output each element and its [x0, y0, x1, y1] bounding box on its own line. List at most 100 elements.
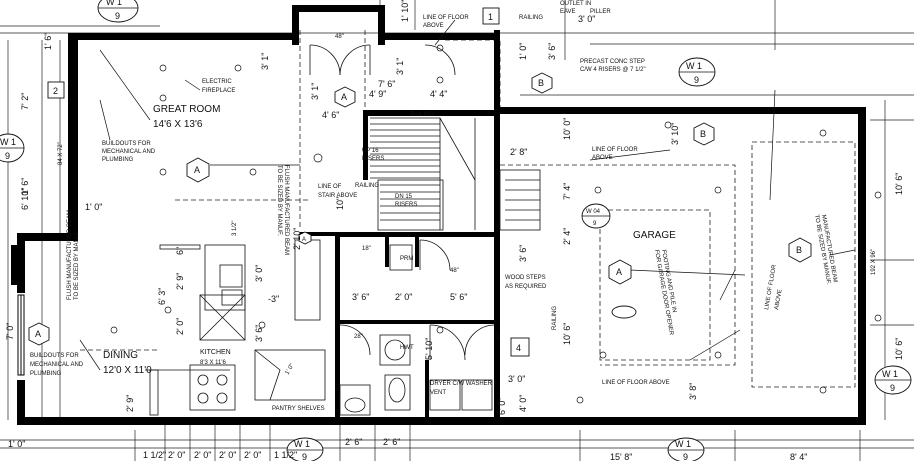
note-wood-steps-1: WOOD STEPS	[505, 275, 546, 281]
dim-bottom-1: 1 1/2"	[143, 450, 166, 460]
dim-bottom-4: 2' 0"	[219, 450, 236, 460]
dim-bottom-7: 2' 6"	[345, 437, 362, 447]
exterior-walls	[11, 5, 866, 425]
note-up-risers-2: RISERS	[362, 156, 384, 162]
dim-kit-6-3: 6' 3"	[157, 288, 167, 305]
notes: ELECTRIC FIREPLACE BUILDOUTS FOR MECHANI…	[30, 1, 838, 412]
section-top-num: 9	[115, 11, 120, 21]
note-railing-left: RAILING	[355, 183, 379, 189]
section-bottom-label: W 1	[294, 439, 310, 449]
kitchen-name: KITCHEN	[200, 349, 231, 356]
line-of-floor-above	[80, 30, 856, 388]
note-electric-fireplace-1: ELECTRIC	[202, 79, 232, 85]
dim-garage-3-6: 3' 6"	[518, 245, 528, 262]
window-left	[17, 114, 78, 376]
dim-top-8: 2' 10"	[292, 228, 302, 250]
dim-bottom-10: 8' 4"	[790, 452, 807, 461]
note-outlet-2: EAVE	[560, 9, 576, 15]
note-dn-risers-2: RISERS	[395, 202, 417, 208]
dim-bottom-8: 2' 6"	[383, 437, 400, 447]
dim-mid-28: 28"	[354, 334, 363, 340]
dim-left-2-9: 2' 9"	[125, 395, 135, 412]
note-precast-1: PRECAST CONC STEP	[580, 59, 645, 65]
note-beam-diag-2: TO BE SIZED BY MANUF.	[74, 229, 80, 300]
tag-b2: B	[700, 129, 706, 139]
dim-bottom-9: 15' 8"	[610, 452, 632, 461]
note-precast-2: C/W 4 RISERS @ 7 1/2"	[580, 67, 646, 73]
dim-garage-6-0: 6' 0"	[497, 398, 507, 415]
great-room-size: 14'6 X 13'6	[153, 119, 203, 130]
tag-a4: A	[35, 329, 41, 339]
dim-right-10-6b: 10' 6"	[894, 338, 904, 360]
note-electric-fireplace-2: FIREPLACE	[202, 88, 235, 94]
tag-a5: A	[302, 237, 306, 243]
dim-right-192: 192 X 96"	[871, 249, 877, 275]
note-beam-diag-1: FLUSH MANUFACTURED BEAM	[67, 210, 73, 300]
note-dryer-1: DRYER C/W WASHER	[430, 381, 493, 387]
dim-garage-10-6: 10' 6"	[562, 323, 572, 345]
tag-b3: B	[796, 245, 802, 255]
note-elec-1: FLUSH MANUFACTURED BEAM	[283, 165, 289, 255]
dim-right-10-6a: 10' 6"	[894, 173, 904, 195]
note-elec-2: TO BE SIZED BY MANUF.	[276, 165, 282, 236]
section-garage-num: 9	[593, 221, 597, 227]
dim-top-1: 1' 10"	[400, 0, 410, 22]
dim-top-3: 1' 6"	[43, 33, 53, 50]
dim-left-6-10: 6' 10"	[20, 188, 30, 210]
note-buildouts-upper-1: BUILDOUTS FOR	[102, 141, 151, 147]
note-floor-vert-2: ABOVE	[774, 289, 784, 310]
dim-top-7: 3' 6"	[547, 43, 557, 60]
room-labels: GREAT ROOM 14'6 X 13'6 DINING 12'0 X 11'…	[103, 104, 676, 376]
tag-n4: 4	[516, 343, 521, 353]
dim-mid-18: 18"	[362, 246, 371, 252]
tag-a3: A	[616, 267, 622, 277]
section-left-label: W 1	[0, 137, 16, 147]
note-railing-stair: RAILING	[410, 112, 434, 118]
section-garage-label: W 04	[586, 209, 601, 215]
dim-top-6: 1' 0"	[518, 43, 528, 60]
note-buildouts-lower-2: MECHANICAL AND	[30, 362, 84, 368]
note-floor-above-lower: LINE OF FLOOR ABOVE	[602, 380, 670, 386]
note-pantry-shelves: PANTRY SHELVES	[272, 406, 325, 412]
note-floor-above-garage-2: ABOVE	[592, 155, 613, 161]
dim-right-2-4: 2' 4"	[562, 228, 572, 245]
section-circle-dividers	[0, 7, 911, 451]
note-floor-above-top-2: ABOVE	[423, 23, 444, 29]
dim-mid-3-6: 3' 6"	[352, 292, 369, 302]
dim-bottom-2: 2' 0"	[168, 450, 185, 460]
section-bottom-right-label: W 1	[675, 439, 691, 449]
dim-garage-2-8: 2' 8"	[510, 147, 527, 157]
dim-left-1-0: 1' 0"	[85, 202, 102, 212]
dim-kit-1-0: 1' 0"	[285, 363, 296, 376]
note-floor-above-top-1: LINE OF FLOOR	[423, 15, 469, 21]
note-outlet-1: OUTLET IN	[560, 1, 591, 7]
dim-right-10: 10' 0"	[562, 118, 572, 140]
dim-bottom-left: 1' 0"	[8, 439, 25, 449]
dim-kit-6: 6"	[175, 247, 185, 255]
dim-left-3-1: 3' 1"	[310, 83, 320, 100]
dining-room-name: DINING	[103, 350, 138, 361]
section-right-top-num: 9	[694, 75, 699, 85]
dim-top-2: 3' 0"	[578, 14, 595, 24]
note-prm: PRM	[400, 256, 413, 262]
section-top-label: W 1	[106, 0, 122, 7]
garage-name: GARAGE	[633, 230, 676, 241]
tag-n1: 1	[488, 12, 493, 22]
dim-kit-2-9: 2' 9"	[175, 273, 185, 290]
dim-kit-minus3: -3"	[268, 294, 279, 304]
dim-kit-3-0: 3' 0"	[254, 265, 264, 282]
dim-right-7-4: 7' 4"	[562, 183, 572, 200]
section-tags	[28, 7, 812, 357]
tag-a2: A	[341, 92, 347, 102]
stair	[370, 117, 541, 231]
dim-mid-2-0: 2' 0"	[395, 292, 412, 302]
dim-kit-3-6: 3' 6"	[254, 325, 264, 342]
dim-right-3-8: 3' 8"	[688, 383, 698, 400]
dim-garage-3-0: 3' 0"	[508, 374, 525, 384]
dim-top-4: 3' 1"	[260, 53, 270, 70]
doors	[309, 44, 496, 361]
